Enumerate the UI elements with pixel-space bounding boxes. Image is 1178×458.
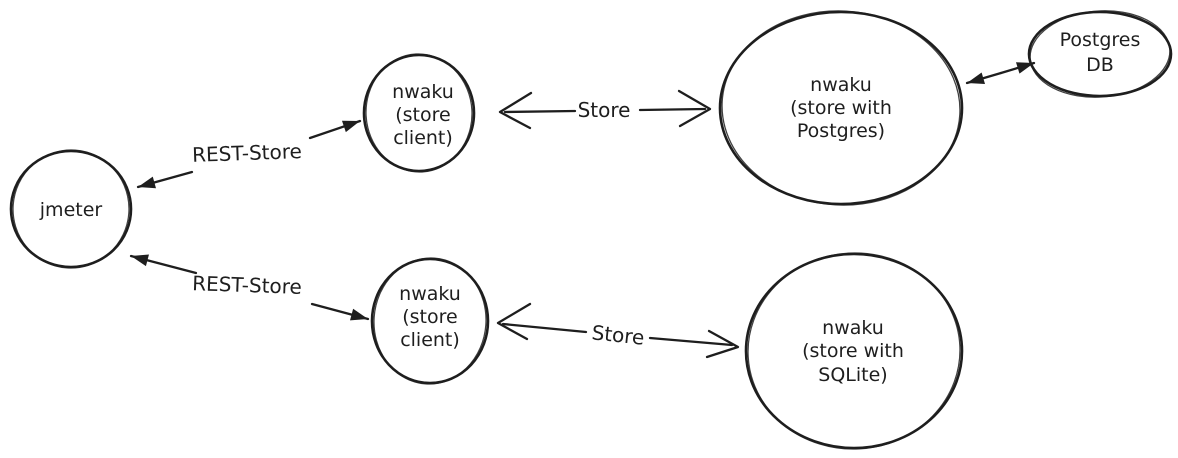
- rest-store-top-arrow-left-segment: [136, 170, 194, 189]
- jmeter-circle: [9, 149, 133, 269]
- node-nwaku-store-client-top: nwaku (store client): [362, 53, 476, 173]
- nwaku-store-sqlite-label-line1: nwaku: [822, 317, 884, 339]
- nwaku-store-client-bottom-label-line3: client): [400, 329, 460, 351]
- nwaku-store-postgres-label-line1: nwaku: [810, 74, 872, 96]
- nwaku-store-client-top-circle: [362, 53, 476, 173]
- nwaku-store-client-bottom-label-line1: nwaku: [399, 283, 461, 305]
- node-nwaku-store-postgres: nwaku (store with Postgres): [718, 10, 964, 206]
- node-nwaku-store-client-bottom: nwaku (store client): [370, 257, 490, 385]
- store-bottom-line-right: [648, 336, 734, 347]
- nwaku-store-postgres-label-line3: Postgres): [797, 120, 885, 142]
- store-top-left-chevron-arrowhead: [498, 91, 533, 130]
- edge-rest-store-bottom: REST-Store: [129, 254, 370, 321]
- rest-store-top-arrow-right-segment: [308, 119, 362, 140]
- node-nwaku-store-sqlite: nwaku (store with SQLite): [744, 252, 964, 450]
- edge-store-top: Store: [498, 89, 712, 130]
- jmeter-circle-sketch-stroke: [12, 149, 130, 269]
- edge-rest-store-top: REST-Store: [136, 119, 362, 189]
- postgres-db-sketch-stroke: [1029, 10, 1171, 98]
- store-top-right-chevron-arrowhead: [677, 89, 712, 128]
- nwaku-store-postgres-circle: [718, 10, 964, 206]
- postgres-db-link-left-segment: [965, 71, 1003, 85]
- nwaku-store-client-top-sketch-stroke: [365, 53, 473, 173]
- nwaku-store-postgres-sketch-stroke: [721, 10, 961, 206]
- nwaku-store-client-top-label-line1: nwaku: [392, 81, 454, 103]
- nwaku-store-sqlite-sketch-stroke: [747, 252, 961, 450]
- jmeter-label: jmeter: [39, 199, 103, 221]
- store-top-line-left: [503, 109, 577, 114]
- rest-store-bottom-label: REST-Store: [192, 271, 302, 299]
- edge-postgres-db-link: [965, 61, 1036, 85]
- store-top-line-right: [638, 107, 707, 112]
- nwaku-store-sqlite-circle: [744, 252, 964, 450]
- edge-store-bottom: Store: [496, 302, 740, 359]
- postgres-db-link-right-segment: [999, 61, 1036, 75]
- nwaku-store-sqlite-label-line2: (store with: [802, 340, 904, 362]
- node-jmeter: jmeter: [9, 149, 133, 269]
- nwaku-store-postgres-label-line2: (store with: [790, 97, 892, 119]
- nwaku-store-client-top-label-line3: client): [393, 127, 453, 149]
- rest-store-top-label: REST-Store: [192, 139, 302, 167]
- postgres-db-label-line1: Postgres: [1060, 29, 1141, 51]
- nwaku-store-client-bottom-label-line2: (store: [402, 306, 457, 328]
- store-bottom-right-chevron-arrowhead: [705, 329, 740, 359]
- store-bottom-left-chevron-arrowhead: [496, 302, 532, 341]
- postgres-db-circle: [1027, 10, 1173, 98]
- rest-store-bottom-arrow-left-segment: [129, 254, 198, 275]
- nwaku-store-client-bottom-circle: [370, 257, 490, 385]
- node-postgres-db: Postgres DB: [1027, 10, 1173, 98]
- rest-store-bottom-arrow-right-segment: [310, 302, 370, 321]
- nwaku-store-sqlite-label-line3: SQLite): [818, 364, 887, 386]
- store-top-label: Store: [578, 98, 631, 122]
- store-bottom-label: Store: [591, 320, 646, 349]
- postgres-db-label-line2: DB: [1086, 54, 1114, 76]
- store-bottom-line-left: [501, 322, 588, 334]
- nwaku-store-client-top-label-line2: (store: [395, 104, 450, 126]
- nwaku-store-client-bottom-sketch-stroke: [373, 257, 487, 385]
